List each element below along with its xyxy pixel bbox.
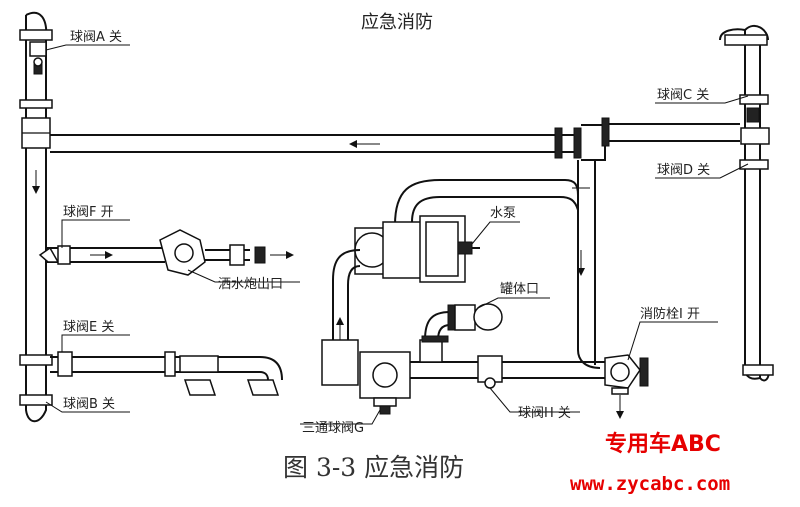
pump-leader: [471, 221, 520, 245]
valve-b-leader: [45, 401, 130, 413]
hydrant-leader: [627, 321, 718, 361]
hydrant-label: 消防栓I 开: [640, 306, 700, 322]
right-vertical-pipe: [719, 24, 774, 382]
tank-port-branch: [421, 303, 503, 343]
cannon-outlet-label: 洒水炮出口: [218, 277, 283, 292]
valve-e-leader: [61, 334, 130, 352]
three-way-valve-g: [359, 351, 411, 415]
bottom-horizontal-pipe: [410, 339, 605, 389]
pump-label: 水泵: [490, 206, 516, 221]
tank-port-leader: [477, 297, 550, 309]
water-cannon: [159, 229, 266, 276]
valve-c-label: 球阀C 关: [657, 88, 709, 103]
figure-caption: 图 3-3 应急消防: [283, 453, 464, 482]
fire-hydrant-i: [604, 354, 649, 395]
valve-d: [739, 127, 770, 170]
watermark-url: www.zycabc.com: [570, 473, 730, 495]
valve-g-label: 三通球阀G: [302, 421, 364, 436]
valve-a-leader: [45, 44, 130, 51]
valve-c: [739, 94, 769, 123]
valve-g-leader: [300, 409, 381, 425]
valve-d-leader: [655, 163, 749, 179]
valve-b-label: 球阀B 关: [63, 397, 115, 412]
left-main-pipe: [19, 11, 53, 423]
valve-e-branch: [50, 351, 283, 396]
valve-f-branch: [38, 245, 165, 265]
valve-a: [29, 41, 47, 75]
valve-h-leader: [489, 387, 580, 413]
cannon-leader: [187, 269, 300, 283]
valve-f-label: 球阀F 开: [63, 205, 114, 220]
valve-e-label: 球阀E 关: [63, 320, 114, 335]
valve-f-leader: [61, 219, 130, 248]
left-tee-junction: [21, 117, 51, 149]
tank-port-label: 罐体口: [500, 282, 539, 297]
valve-h-label: 球阀H 关: [518, 406, 571, 421]
pump-feed-pipe: [394, 179, 590, 226]
top-horizontal-pipe: [50, 117, 740, 161]
valve-a-label: 球阀A 关: [70, 30, 122, 45]
water-pump: [354, 215, 480, 283]
diagram-title: 应急消防: [361, 12, 433, 33]
valve-d-label: 球阀D 关: [657, 163, 710, 178]
valve-c-leader: [655, 95, 749, 104]
watermark-brand: 专用车ABC: [605, 431, 721, 457]
